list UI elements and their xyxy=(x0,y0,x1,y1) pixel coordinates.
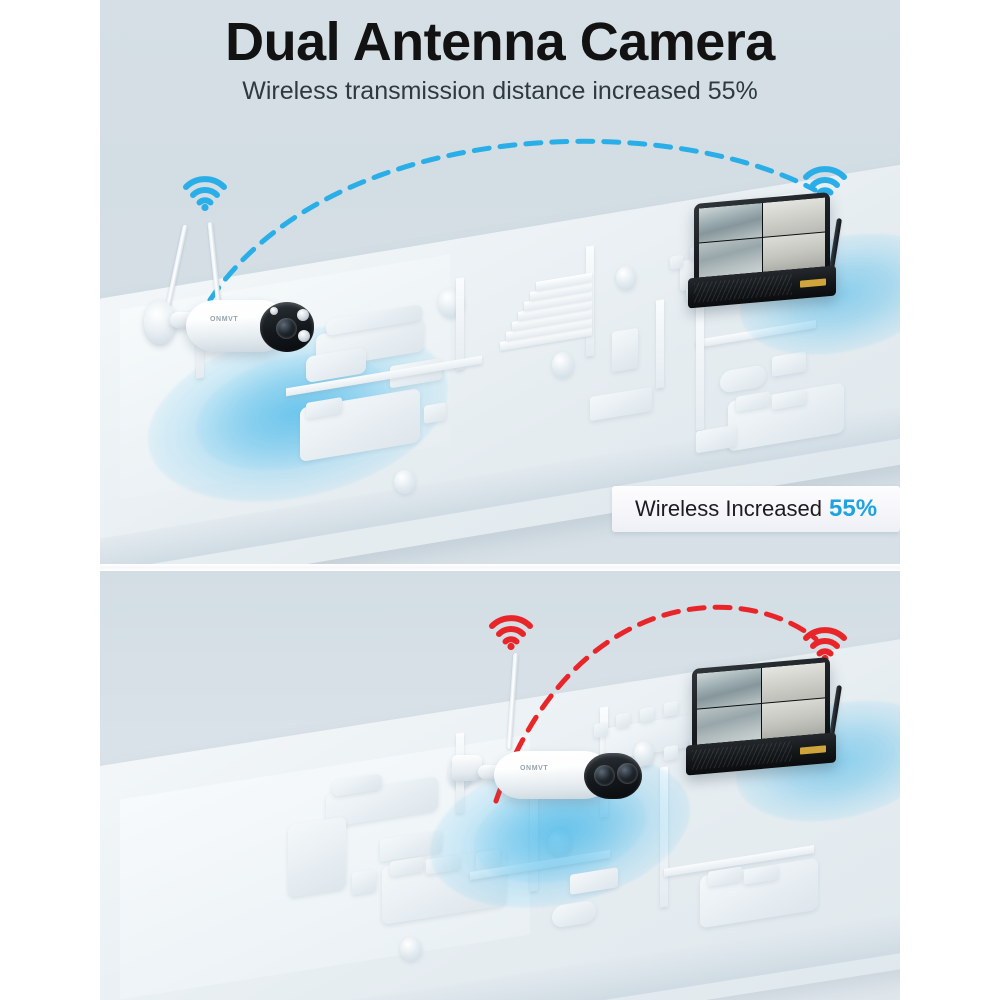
antenna xyxy=(506,652,519,750)
dual-antenna-camera: ONMVT xyxy=(114,212,334,357)
camera-feed-quadrant xyxy=(761,698,825,739)
sofa-sectional xyxy=(288,816,346,898)
brand-badge xyxy=(800,278,826,288)
dining-chair xyxy=(664,744,678,761)
speaker-grill xyxy=(694,274,792,303)
wifi-icon xyxy=(488,615,534,651)
nvr-monitor xyxy=(678,656,863,779)
antenna xyxy=(207,221,222,309)
ottoman xyxy=(352,869,376,895)
status-badge-value: 55% xyxy=(829,495,878,522)
camera-feed-quadrant xyxy=(762,197,825,237)
camera-lens xyxy=(276,318,297,339)
camera-feed-quadrant xyxy=(697,668,761,709)
ir-led xyxy=(270,307,278,315)
panel-divider xyxy=(100,564,900,571)
camera-feed-quadrant xyxy=(761,662,825,703)
speaker-grill xyxy=(692,741,792,771)
camera-feed-quadrant xyxy=(697,704,761,745)
plant-decor xyxy=(400,937,422,961)
monitor-screen xyxy=(699,197,825,278)
single-antenna-camera: ONMVT xyxy=(436,652,666,833)
ir-led xyxy=(297,309,309,321)
interior-wall xyxy=(456,277,464,371)
camera-feed-quadrant xyxy=(699,238,762,278)
camera-bracket xyxy=(452,755,482,781)
nvr-monitor xyxy=(680,192,860,312)
status-badge-label: Wireless Increased xyxy=(634,496,823,521)
plant-decor xyxy=(548,829,572,857)
brand-badge xyxy=(800,745,826,755)
refrigerator xyxy=(612,327,638,373)
camera-feed-quadrant xyxy=(699,203,762,243)
brand-logo: ONMVT xyxy=(210,316,239,323)
dining-chair xyxy=(664,700,678,717)
panel-single-antenna: ONMVT xyxy=(100,571,900,1000)
isometric-floorplan-single: ONMVT xyxy=(100,571,900,1000)
camera-feed-quadrant xyxy=(762,232,825,272)
exterior-wall xyxy=(696,299,704,431)
camera-lens xyxy=(594,765,615,786)
camera-lens xyxy=(617,763,638,784)
status-badge: Wireless Increased 55% xyxy=(612,486,900,532)
plant-decor xyxy=(394,470,416,494)
monitor-screen xyxy=(697,662,825,745)
plant-decor xyxy=(616,266,636,290)
ir-led xyxy=(298,330,310,342)
antenna xyxy=(165,224,188,310)
panel-dual-antenna: ONMVT xyxy=(100,0,900,564)
isometric-floorplan-dual: ONMVT xyxy=(100,0,900,564)
wifi-icon xyxy=(182,176,228,212)
brand-logo: ONMVT xyxy=(520,765,549,772)
nightstand xyxy=(424,402,446,424)
plant-decor xyxy=(552,352,574,378)
